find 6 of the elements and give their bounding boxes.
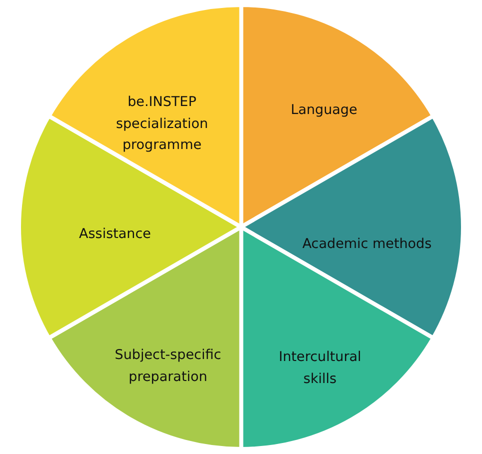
slice-label: Subject-specific preparation <box>114 346 222 387</box>
slice-label: be.INSTEP specialization programme <box>114 93 210 156</box>
slice-label: Academic methods <box>301 235 433 254</box>
slice-label: Assistance <box>78 225 152 244</box>
slice-label: Intercultural skills <box>278 348 362 389</box>
slice-label: Language <box>290 101 358 120</box>
